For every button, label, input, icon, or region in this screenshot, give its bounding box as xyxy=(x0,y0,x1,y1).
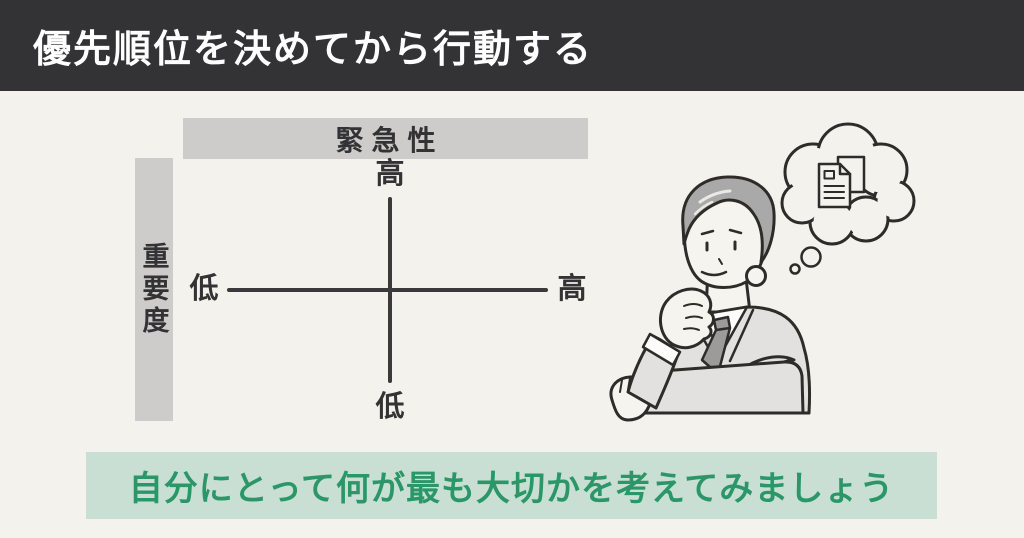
importance-axis-label: 重要度 xyxy=(138,241,169,338)
documents-icon xyxy=(817,155,866,209)
urgency-axis-label: 緊急性 xyxy=(335,124,444,156)
message-banner: 自分にとって何が最も大切かを考えてみましょう xyxy=(86,452,937,519)
mouth xyxy=(700,270,728,277)
eyes xyxy=(705,240,737,252)
axis-label-left-low: 低 xyxy=(189,273,219,305)
title-bar: 優先順位を決めてから行動する xyxy=(0,0,1024,91)
shirt-cuff xyxy=(641,332,682,367)
page-title: 優先順位を決めてから行動する xyxy=(33,29,594,71)
importance-axis-bar: 重要度 xyxy=(135,158,173,421)
nose xyxy=(718,258,723,265)
urgency-axis-bar: 緊急性 xyxy=(183,118,588,159)
ear xyxy=(745,265,767,287)
eyebrows xyxy=(700,228,743,236)
thinking-person-illustration xyxy=(609,122,916,422)
axis-label-right-high: 高 xyxy=(557,273,587,305)
axis-label-top-high: 高 xyxy=(375,158,405,190)
horizontal-axis-line xyxy=(227,288,548,292)
axis-label-bottom-low: 低 xyxy=(375,391,405,423)
message-banner-text: 自分にとって何が最も大切かを考えてみましょう xyxy=(128,470,895,508)
